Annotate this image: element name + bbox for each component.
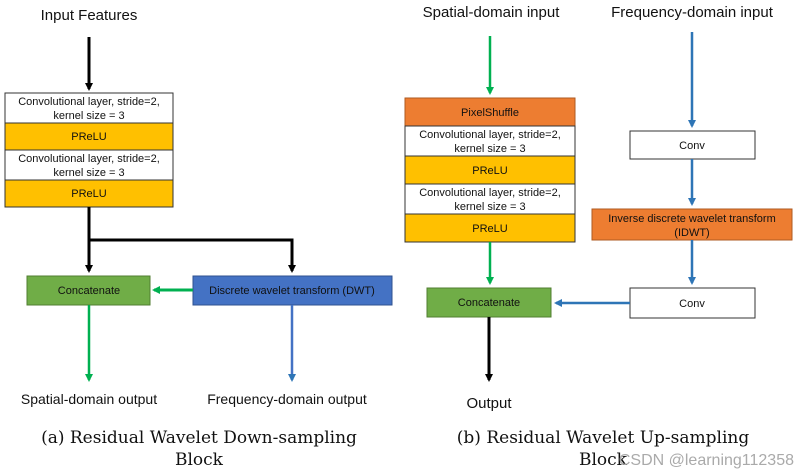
- prelu-1-box: [4, 122, 174, 151]
- output-label: Output: [466, 395, 512, 412]
- input-features-label: Input Features: [41, 7, 138, 24]
- idwt-box: [591, 208, 793, 241]
- conv-layer-1-right-text-line2: kernel size = 3: [454, 143, 525, 155]
- prelu-2-right-text: PReLU: [472, 223, 508, 235]
- dwt-text: Discrete wavelet transform (DWT): [209, 285, 375, 297]
- prelu-2-text: PReLU: [71, 188, 107, 200]
- prelu-1-text: PReLU: [71, 131, 107, 143]
- spatial-input-label: Spatial-domain input: [423, 4, 561, 21]
- frequency-output-label: Frequency-domain output: [207, 391, 367, 407]
- conv-top-box: [629, 130, 756, 160]
- frequency-input-label: Frequency-domain input: [611, 4, 774, 21]
- pixelshuffle-text: PixelShuffle: [461, 107, 519, 119]
- caption-a-line2: Block: [175, 450, 224, 470]
- conv-layer-2-box-right: [404, 183, 576, 215]
- spatial-output-label: Spatial-domain output: [21, 391, 157, 407]
- conv-layer-1-text-line1: Convolutional layer, stride=2,: [18, 96, 160, 108]
- caption-b-line1: (b) Residual Wavelet Up-sampling: [457, 428, 750, 448]
- prelu-2-box-right: [404, 213, 576, 243]
- arrow-prelu-to-dwt: [89, 238, 296, 273]
- caption-a-line1: (a) Residual Wavelet Down-sampling: [41, 428, 357, 448]
- concatenate-text-left: Concatenate: [58, 285, 120, 297]
- conv-layer-2-text-line2: kernel size = 3: [53, 167, 124, 179]
- watermark-text: CSDN @learning112358: [619, 452, 794, 469]
- prelu-1-right-text: PReLU: [472, 165, 508, 177]
- idwt-text-line1: Inverse discrete wavelet transform: [608, 213, 776, 225]
- conv-layer-2-text-line1: Convolutional layer, stride=2,: [18, 153, 160, 165]
- conv-layer-1-text-line2: kernel size = 3: [53, 110, 124, 122]
- conv-bottom-text: Conv: [679, 298, 705, 310]
- pixelshuffle-box: [404, 97, 576, 127]
- concatenate-box-left: [26, 275, 151, 306]
- caption-b-line2: Block: [579, 450, 628, 470]
- concatenate-text-right: Concatenate: [458, 297, 520, 309]
- conv-layer-1-right-text-line1: Convolutional layer, stride=2,: [419, 129, 561, 141]
- conv-top-text: Conv: [679, 140, 705, 152]
- prelu-2-box: [4, 179, 174, 208]
- dwt-box: [192, 275, 393, 306]
- conv-bottom-box: [629, 287, 756, 319]
- conv-layer-1-box-right: [404, 125, 576, 157]
- conv-layer-2-right-text-line2: kernel size = 3: [454, 201, 525, 213]
- conv-layer-2-right-text-line1: Convolutional layer, stride=2,: [419, 187, 561, 199]
- idwt-text-line2: (IDWT): [674, 227, 709, 239]
- concatenate-box-right: [426, 287, 552, 318]
